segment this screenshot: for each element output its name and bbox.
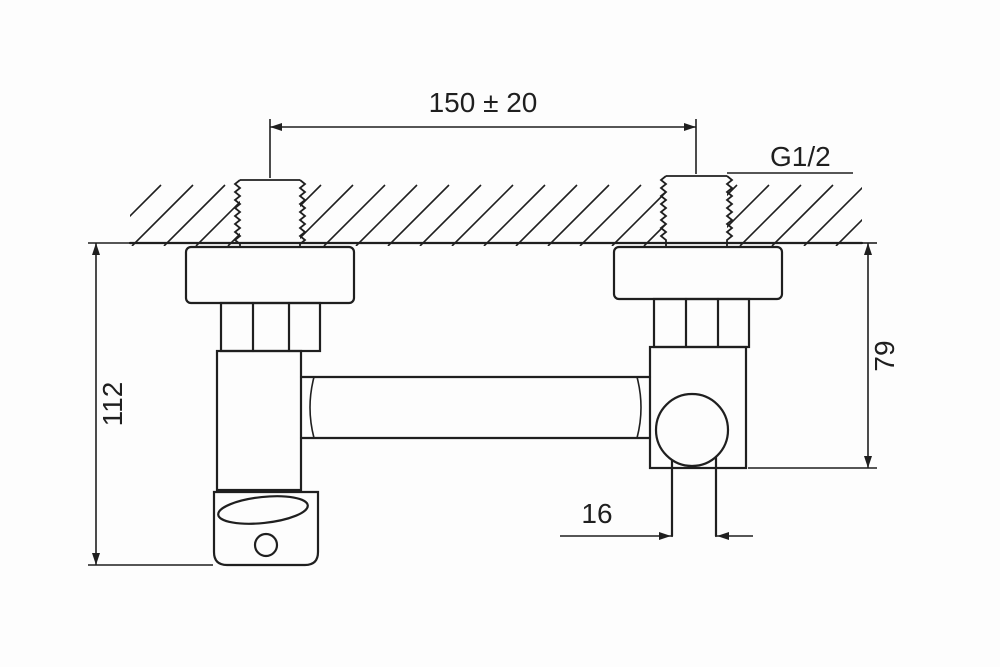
dimension-outlet-pipe-width: 16 bbox=[560, 498, 753, 540]
crossbar-left-arc bbox=[309, 376, 315, 439]
crossbar-right-arc bbox=[636, 376, 642, 439]
outlet-housing bbox=[212, 490, 320, 567]
hose-outlet-circle bbox=[654, 392, 730, 468]
outlet-opening-ellipse bbox=[217, 495, 309, 525]
right-threaded-pipe bbox=[659, 175, 734, 247]
right-pipe-thread-left bbox=[659, 175, 668, 247]
left-pipe-thread-left bbox=[233, 179, 242, 247]
right-valve-body bbox=[648, 345, 748, 470]
right-pipe-thread-right bbox=[725, 175, 734, 247]
left-bottom-outlet bbox=[212, 490, 320, 567]
dimension-thread-size: G1/2 bbox=[727, 141, 853, 174]
left-valve-body bbox=[215, 349, 303, 492]
crossbar bbox=[299, 375, 652, 440]
dimension-label-mounting-distance: 150 ± 20 bbox=[429, 87, 538, 118]
dimension-height-wall-to-body: 79 bbox=[748, 242, 900, 469]
left-threaded-pipe bbox=[233, 179, 307, 247]
dimension-label-outlet-pipe-width: 16 bbox=[581, 498, 612, 529]
dimension-label-thread-size: G1/2 bbox=[770, 141, 831, 172]
left-pipe-thread-right bbox=[298, 179, 307, 247]
dimension-label-height-wall-to-body: 79 bbox=[869, 340, 900, 371]
dimension-label-height-overall: 112 bbox=[97, 382, 128, 427]
outlet-screw-circle bbox=[253, 532, 279, 558]
dimension-height-overall: 112 bbox=[88, 242, 213, 566]
dimension-mounting-distance: 150 ± 20 bbox=[269, 87, 697, 178]
